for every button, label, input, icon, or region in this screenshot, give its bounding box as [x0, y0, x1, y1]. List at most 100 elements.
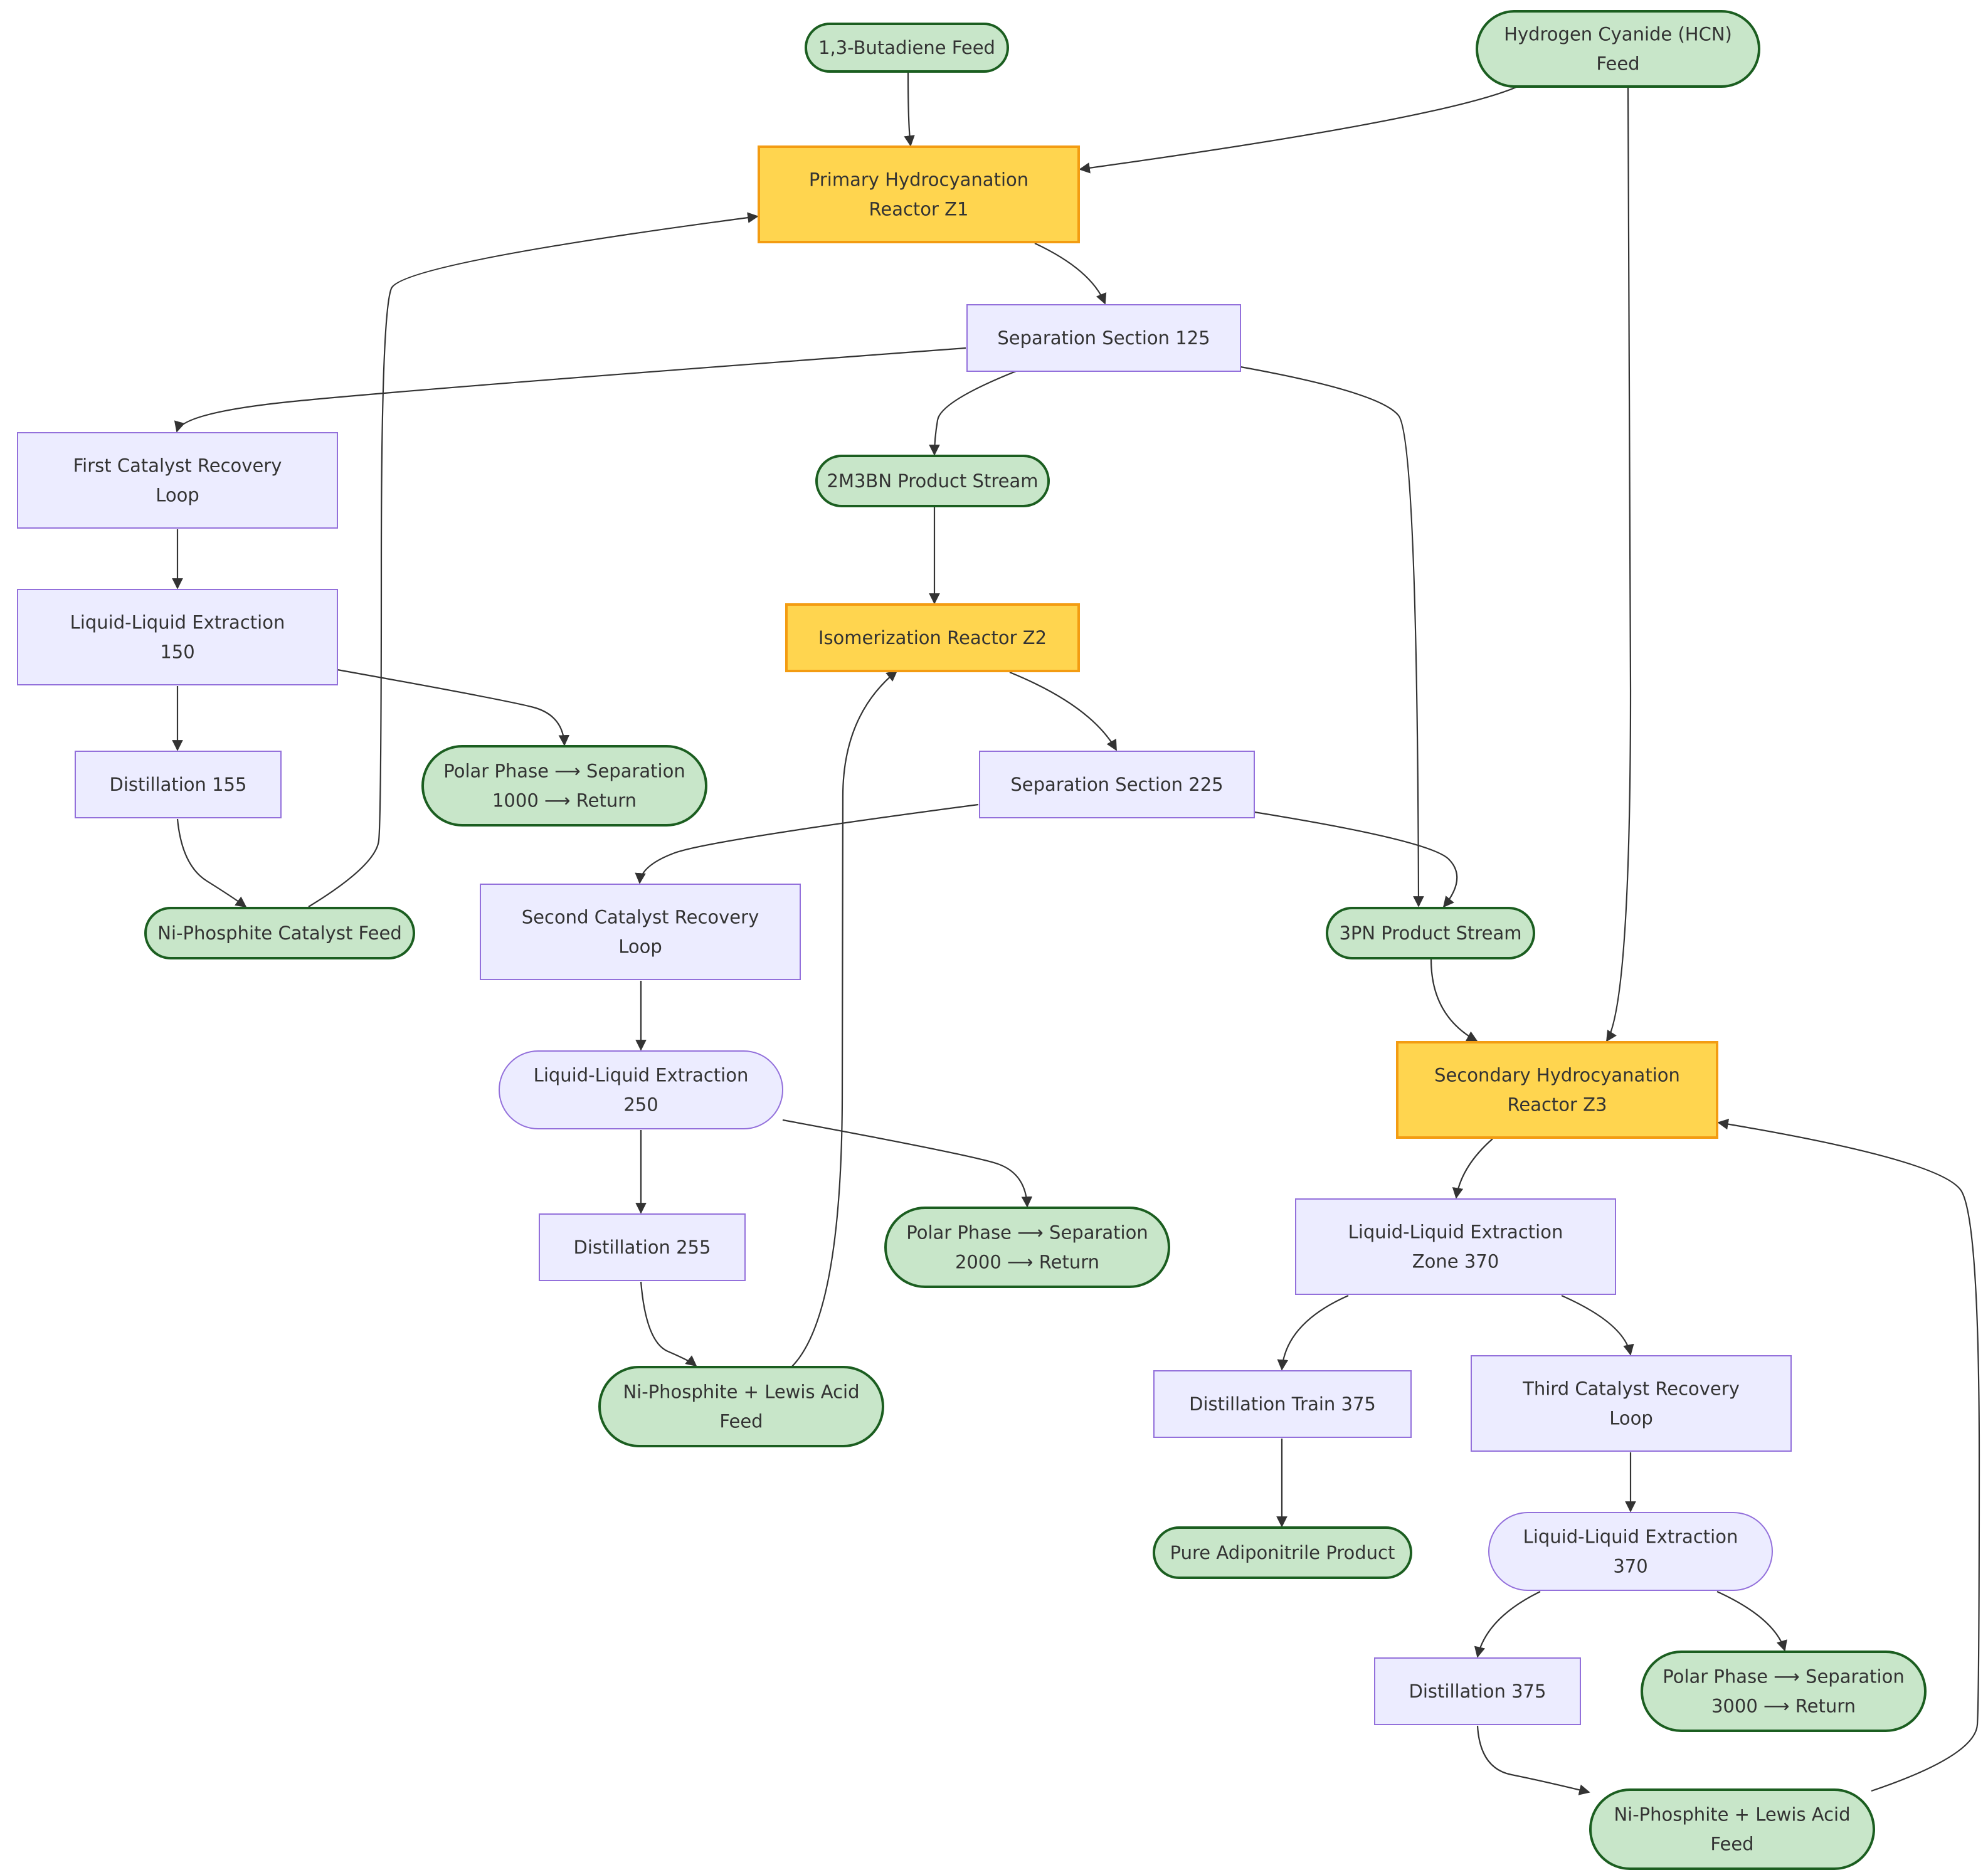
node-label-line: Third Catalyst Recovery [1522, 1378, 1740, 1400]
node-label-line: 2000 ⟶ Return [955, 1252, 1099, 1273]
node-box-process [966, 304, 1241, 372]
node-box-stream [1589, 1788, 1875, 1870]
edge-z2-to-sep225 [1009, 671, 1117, 751]
node-label-line: Feed [1596, 53, 1639, 75]
edge-sep125-to-rec1 [174, 347, 966, 433]
edge-nicat-to-z1 [308, 212, 759, 907]
node-label-line: Feed [1710, 1834, 1753, 1855]
node-box-reactor [758, 145, 1080, 243]
node-label-line: Ni-Phosphite + Lewis Acid [1614, 1804, 1850, 1825]
edge-dist155-to-nicat [176, 818, 247, 908]
node-label-line: First Catalyst Recovery [73, 455, 282, 477]
edge-llez370-to-rec3 [1561, 1294, 1634, 1356]
node-label-line: Hydrogen Cyanide (HCN) [1504, 24, 1732, 45]
node-box-process [480, 884, 801, 980]
edge-sep225-to-prod3pn [1254, 811, 1458, 908]
node-box-process [1153, 1370, 1412, 1438]
node-butadiene: 1,3-Butadiene Feed [805, 23, 1009, 73]
node-label-line: Polar Phase ⟶ Separation [1663, 1666, 1904, 1688]
edge-lle370-to-dist375 [1474, 1591, 1541, 1658]
node-label-line: Primary Hydrocyanation [809, 169, 1028, 191]
node-label-line: Liquid-Liquid Extraction [70, 612, 285, 633]
node-box-stream [884, 1207, 1170, 1288]
edge-lle370-to-polar3000 [1716, 1590, 1787, 1652]
edges-layer [172, 72, 1980, 1795]
node-label-line: Ni-Phosphite Catalyst Feed [157, 922, 401, 944]
node-box-process-round [499, 1050, 783, 1129]
edge-z1-to-sep125 [1034, 243, 1107, 305]
edge-prod3pn-to-z3 [1430, 959, 1478, 1042]
node-label-line: Second Catalyst Recovery [522, 907, 759, 928]
edge-dist375-to-nilewis3 [1476, 1725, 1590, 1795]
node-box-process [17, 432, 338, 529]
node-label-line: Loop [156, 485, 199, 506]
node-label-line: Isomerization Reactor Z2 [818, 627, 1047, 648]
node-box-reactor [785, 603, 1080, 672]
node-label-line: 3PN Product Stream [1339, 922, 1521, 944]
node-z2: Isomerization Reactor Z2 [785, 603, 1080, 672]
node-dist375: Distillation 375 [1374, 1657, 1581, 1725]
edge-sep125-to-prod3pn [1240, 366, 1424, 907]
node-box-process-round [1488, 1512, 1773, 1591]
edge-butadiene-to-z1 [904, 72, 915, 147]
node-nicat: Ni-Phosphite Catalyst Feed [144, 907, 415, 959]
node-box-stream [805, 23, 1009, 73]
node-prod3pn: 3PN Product Stream [1326, 907, 1535, 959]
node-label-line: Distillation 375 [1409, 1681, 1547, 1702]
node-box-process [1374, 1657, 1581, 1725]
node-box-stream [815, 455, 1050, 507]
node-label-line: 2M3BN Product Stream [827, 470, 1039, 492]
node-label-line: Reactor Z1 [869, 199, 969, 220]
node-dist255: Distillation 255 [539, 1213, 746, 1281]
node-lle250: Liquid-Liquid Extraction 250 [499, 1050, 783, 1129]
node-box-stream [421, 745, 707, 827]
node-label-line: Liquid-Liquid Extraction [1523, 1526, 1738, 1548]
node-box-process [539, 1213, 746, 1281]
node-label-line: 1,3-Butadiene Feed [818, 37, 995, 58]
nodes-layer: 1,3-Butadiene Feed Hydrogen Cyanide (HCN)… [17, 10, 1927, 1870]
node-label-line: Liquid-Liquid Extraction [534, 1065, 749, 1086]
node-box-process [75, 751, 282, 818]
node-box-process [1471, 1355, 1792, 1452]
node-label-line: Distillation 255 [574, 1237, 711, 1258]
node-box-stream [1153, 1526, 1412, 1579]
node-sep225: Separation Section 225 [979, 751, 1255, 818]
node-sep125: Separation Section 125 [966, 304, 1241, 372]
node-dt375: Distillation Train 375 [1153, 1370, 1412, 1438]
node-label-line: Secondary Hydrocyanation [1434, 1065, 1680, 1086]
node-label-line: Separation Section 125 [997, 327, 1210, 349]
node-label-line: Loop [618, 936, 662, 958]
node-label-line: 250 [623, 1094, 658, 1116]
node-label-line: Reactor Z3 [1508, 1094, 1607, 1116]
node-label-line: Zone 370 [1412, 1251, 1499, 1272]
edge-sep125-to-prod2m3bn [929, 370, 1017, 456]
node-prod2m3bn: 2M3BN Product Stream [815, 455, 1050, 507]
node-box-process [979, 751, 1255, 818]
node-lle150: Liquid-Liquid Extraction 150 [17, 589, 338, 685]
node-hcn: Hydrogen Cyanide (HCN) Feed [1476, 10, 1760, 88]
node-label-line: Loop [1609, 1408, 1653, 1429]
node-box-stream [1641, 1651, 1927, 1732]
node-box-process [1295, 1198, 1616, 1295]
node-label-line: 150 [160, 642, 194, 663]
node-label-line: Distillation 155 [110, 774, 247, 795]
edge-lle150-to-polar1000 [337, 668, 570, 746]
node-label-line: Liquid-Liquid Extraction [1348, 1222, 1563, 1243]
node-label-line: Ni-Phosphite + Lewis Acid [623, 1381, 859, 1403]
node-label-line: Separation Section 225 [1010, 774, 1223, 795]
edge-lle250-to-polar2000 [782, 1119, 1033, 1208]
edge-nilewis3-to-z3 [1717, 1118, 1980, 1792]
node-dist155: Distillation 155 [75, 751, 282, 818]
node-label-line: Pure Adiponitrile Product [1170, 1542, 1395, 1563]
